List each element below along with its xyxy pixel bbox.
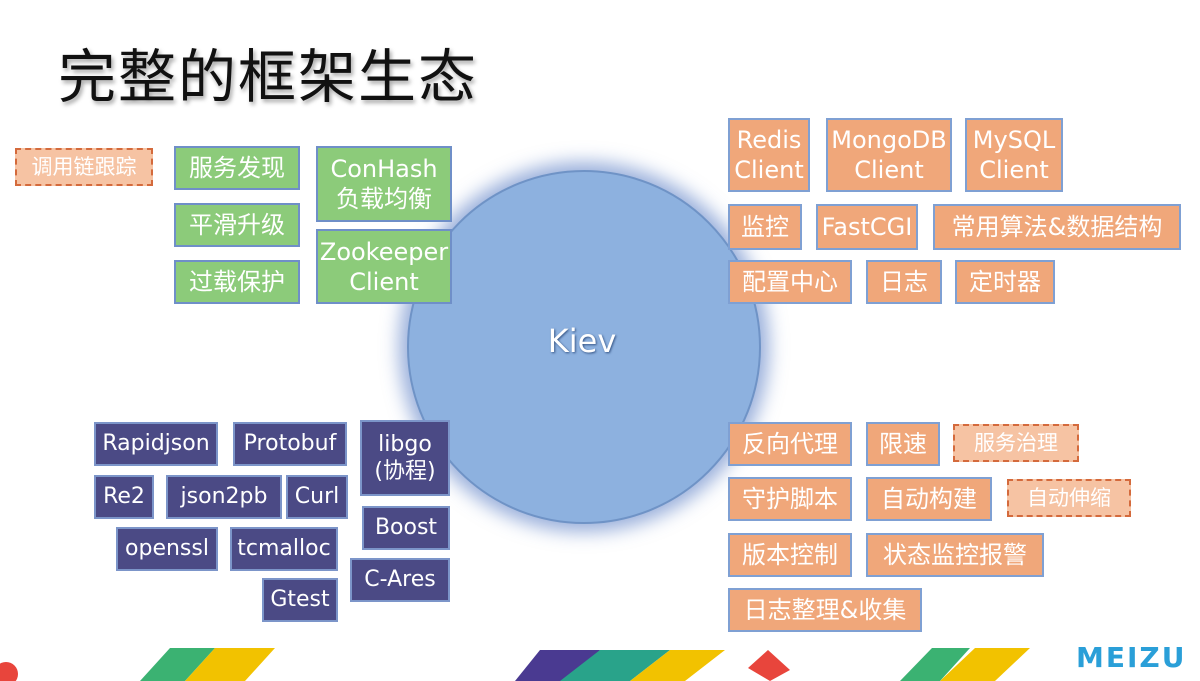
node-openssl: openssl xyxy=(116,527,218,571)
meizu-logo: MEIZU xyxy=(1076,641,1187,674)
node-reverse-proxy: 反向代理 xyxy=(728,422,852,466)
node-logging: 日志 xyxy=(866,260,942,304)
node-overload-protection: 过载保护 xyxy=(174,260,300,304)
node-log-collection: 日志整理&收集 xyxy=(728,588,922,632)
node-timer: 定时器 xyxy=(955,260,1055,304)
node-mongodb-client: MongoDB Client xyxy=(826,118,952,192)
node-algorithms-data-structures: 常用算法&数据结构 xyxy=(933,204,1181,250)
node-version-control: 版本控制 xyxy=(728,533,852,577)
node-monitoring: 监控 xyxy=(728,204,802,250)
node-auto-scaling: 自动伸缩 xyxy=(1007,479,1131,517)
node-rate-limit: 限速 xyxy=(866,422,940,466)
node-fastcgi: FastCGI xyxy=(816,204,918,250)
node-libgo-coroutine: libgo (协程) xyxy=(360,420,450,496)
node-config-center: 配置中心 xyxy=(728,260,852,304)
node-tcmalloc: tcmalloc xyxy=(230,527,338,571)
yellow-stripe-2 xyxy=(630,650,725,681)
page-title: 完整的框架生态 xyxy=(58,43,479,111)
yellow-stripe xyxy=(185,648,275,681)
node-gtest: Gtest xyxy=(262,578,338,622)
node-conhash-load-balance: ConHash 负载均衡 xyxy=(316,146,452,222)
green-stripe-2 xyxy=(900,648,970,681)
node-daemon-script: 守护脚本 xyxy=(728,477,852,521)
node-zookeeper-client: Zookeeper Client xyxy=(316,229,452,304)
node-auto-build: 自动构建 xyxy=(866,477,992,521)
node-json2pb: json2pb xyxy=(166,475,282,519)
node-boost: Boost xyxy=(362,506,450,550)
node-protobuf: Protobuf xyxy=(233,422,347,466)
node-c-ares: C-Ares xyxy=(350,558,450,602)
node-redis-client: Redis Client xyxy=(728,118,810,192)
red-dot-icon xyxy=(0,662,18,681)
yellow-stripe-3 xyxy=(940,648,1030,681)
footer-decoration xyxy=(0,648,1030,681)
green-stripe xyxy=(140,648,215,681)
node-call-chain-tracing: 调用链跟踪 xyxy=(15,148,153,186)
node-rapidjson: Rapidjson xyxy=(94,422,218,466)
red-diamond xyxy=(748,650,790,681)
node-smooth-upgrade: 平滑升级 xyxy=(174,203,300,247)
teal-stripe xyxy=(560,650,670,681)
node-status-monitoring-alarm: 状态监控报警 xyxy=(866,533,1044,577)
node-service-discovery: 服务发现 xyxy=(174,146,300,190)
node-curl: Curl xyxy=(286,475,348,519)
hub-label: Kiev xyxy=(547,322,617,360)
node-re2: Re2 xyxy=(94,475,154,519)
node-service-governance: 服务治理 xyxy=(953,424,1079,462)
node-mysql-client: MySQL Client xyxy=(965,118,1063,192)
kiev-hub-circle xyxy=(407,170,761,524)
